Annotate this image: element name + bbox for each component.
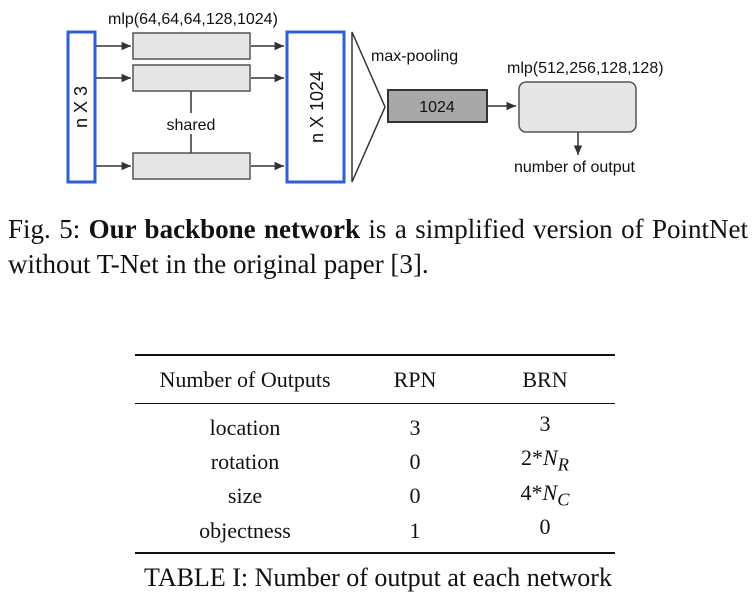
row-rpn: 0 <box>409 483 421 509</box>
figure-caption-bold: Our backbone network <box>88 214 361 244</box>
figure-caption-rest: is a simplified version of PointNet with… <box>8 214 748 279</box>
figure-caption: Fig. 5: Our backbone network is a simpli… <box>8 212 748 282</box>
row-name: rotation <box>210 449 280 475</box>
table-row: rotation 0 2*NR <box>135 444 615 478</box>
row-rpn: 3 <box>409 414 421 440</box>
row-name: location <box>209 414 281 440</box>
row-brn: 3 <box>539 411 551 436</box>
input-block <box>66 30 97 184</box>
mlp-box-3 <box>132 152 251 180</box>
row-name: objectness <box>199 517 291 543</box>
row-name: size <box>227 483 263 509</box>
shared-label: shared <box>167 117 216 134</box>
table-caption: TABLE I: Number of output at each networ… <box>144 563 612 592</box>
row-rpn: 1 <box>409 517 421 543</box>
feature-label: n X 1024 <box>307 71 327 143</box>
table-row: objectness 1 0 <box>135 513 615 553</box>
backbone-diagram: n X 3 mlp(64,64,64,128,1024) shared n X … <box>66 11 664 184</box>
row-brn: 4*NC <box>520 479 570 510</box>
mlp1-label: mlp(64,64,64,128,1024) <box>108 11 278 28</box>
output-label: number of output <box>514 159 636 176</box>
global-feature-box <box>387 89 488 123</box>
table-row: location 3 3 <box>135 404 615 445</box>
mlp2-box <box>518 81 637 133</box>
input-label: n X 3 <box>71 86 91 128</box>
figure-caption-prefix: Fig. 5: <box>8 214 89 244</box>
header-brn: BRN <box>522 367 568 392</box>
header-number-of-outputs: Number of Outputs <box>159 367 331 392</box>
feature-block <box>285 30 346 184</box>
row-rpn: 0 <box>409 449 421 475</box>
header-rpn: RPN <box>393 367 437 392</box>
row-brn: 2*NR <box>521 445 569 475</box>
table-row: size 0 4*NC <box>135 479 615 513</box>
maxpool-shape <box>351 31 386 183</box>
outputs-table: Number of Outputs RPN BRN location 3 3 r… <box>135 354 615 554</box>
mlp-box-1 <box>132 32 251 60</box>
maxpool-label: max-pooling <box>371 48 458 65</box>
global-feature-label: 1024 <box>419 99 455 116</box>
row-brn: 0 <box>539 514 551 540</box>
mlp-box-2 <box>132 64 251 92</box>
table-header-row: Number of Outputs RPN BRN <box>135 355 615 404</box>
mlp2-label: mlp(512,256,128,128) <box>507 60 664 77</box>
